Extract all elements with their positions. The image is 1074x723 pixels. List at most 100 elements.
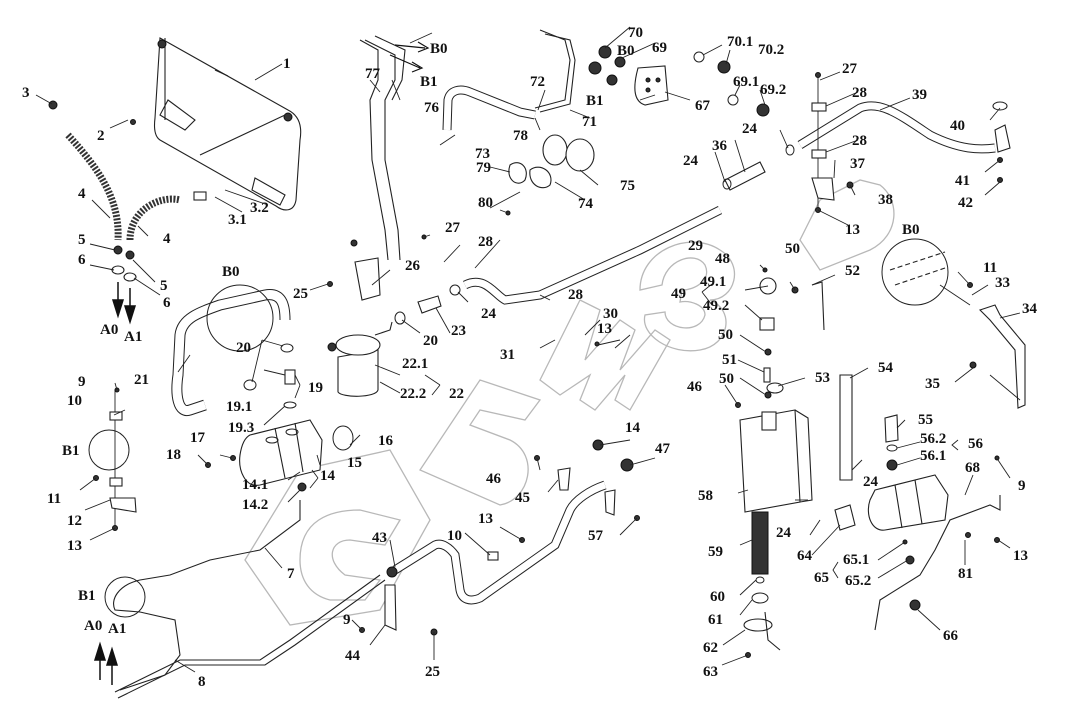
callout-6-right: 6 (163, 295, 171, 311)
callout-56-2: 56.2 (920, 431, 946, 447)
callout-46-mid: 46 (486, 471, 502, 487)
callout-71: 71 (582, 114, 597, 130)
arrow-a1-down (123, 288, 137, 325)
callout-22: 22 (449, 386, 464, 402)
detail-circle-b1-bottom (104, 576, 146, 618)
callout-49-2: 49.2 (703, 298, 729, 314)
gasket-74 (529, 166, 552, 189)
washer-6-right (123, 272, 137, 282)
callout-50-top: 50 (785, 241, 800, 257)
callout-4-right: 4 (163, 231, 171, 247)
callout-20-left: 20 (236, 340, 251, 356)
callout-45: 45 (515, 490, 530, 506)
pump-right (867, 474, 949, 531)
callout-42: 42 (958, 195, 973, 211)
callout-34: 34 (1022, 301, 1038, 317)
callout-70-1: 70.1 (727, 34, 753, 50)
bracket-44 (384, 584, 397, 631)
arrow-b0-lines (394, 41, 430, 53)
callout-65-1: 65.1 (843, 552, 869, 568)
radiator-tank (153, 37, 302, 211)
o-ring-19-3 (283, 401, 297, 409)
callout-2: 2 (97, 128, 105, 144)
callout-25-top: 25 (293, 286, 308, 302)
bracket-34 (978, 304, 1026, 409)
fitting-43 (386, 566, 398, 578)
callout-56: 56 (968, 436, 984, 452)
callout-68: 68 (965, 460, 980, 476)
callout-69-2: 69.2 (760, 82, 786, 98)
hose-4-right (126, 195, 181, 241)
fitting-19 (284, 369, 296, 385)
cap-40 (992, 101, 1008, 111)
callout-28-right-upper: 28 (852, 85, 867, 101)
callout-76: 76 (424, 100, 440, 116)
clamp-24 (449, 284, 461, 296)
callout-26: 26 (405, 258, 421, 274)
callout-13-left: 13 (67, 538, 82, 554)
callout-14-right: 14 (625, 420, 641, 436)
callout-80: 80 (478, 195, 493, 211)
callout-33: 33 (995, 275, 1010, 291)
fitting-69-2 (756, 103, 770, 117)
callout-28-mid: 28 (478, 234, 493, 250)
callout-52: 52 (845, 263, 860, 279)
callout-20-right: 20 (423, 333, 438, 349)
callout-11-left: 11 (47, 491, 61, 507)
fitting-70-b (588, 61, 602, 75)
o-ring-16 (332, 425, 354, 451)
clamp-20 (394, 311, 406, 325)
callout-49-1: 49.1 (700, 274, 726, 290)
fitting-14 (592, 439, 604, 451)
callout-31: 31 (500, 347, 515, 363)
pipe-39 (797, 101, 996, 154)
filter-22 (327, 321, 393, 397)
o-ring-60 (755, 576, 765, 584)
callout-10-left: 10 (67, 393, 82, 409)
callout-43: 43 (372, 530, 387, 546)
mark-a0-bottom: A0 (84, 618, 102, 634)
bracket-12 (109, 497, 137, 513)
connection-marks: A0 A1 A0 A1 B0 B0 B1 B1 B0 B1 B0 B1 (62, 41, 920, 637)
callout-5-right: 5 (160, 278, 168, 294)
filter-element-59 (751, 511, 769, 575)
pump-15 (239, 419, 354, 486)
callout-81: 81 (958, 566, 973, 582)
callout-63: 63 (703, 664, 718, 680)
mark-a0-top: A0 (100, 322, 118, 338)
callout-49: 49 (671, 286, 686, 302)
fitting-56-1 (886, 459, 898, 471)
mark-b0-right: B0 (902, 222, 920, 238)
hose-52 (811, 281, 825, 331)
callout-11-right: 11 (983, 260, 997, 276)
callout-14-2: 14.2 (242, 497, 268, 513)
o-ring-69-1 (727, 94, 739, 106)
callout-19: 19 (308, 380, 323, 396)
callout-36: 36 (712, 138, 728, 154)
callout-59: 59 (708, 544, 723, 560)
fitting-14-2 (297, 482, 307, 492)
fitting-70 (598, 45, 612, 59)
callout-40: 40 (950, 118, 965, 134)
callout-16: 16 (378, 433, 394, 449)
mark-b0-detail: B0 (222, 264, 240, 280)
hydraulic-tank-58 (739, 382, 813, 513)
callout-24-tank: 24 (776, 525, 792, 541)
callout-72: 72 (530, 74, 545, 90)
callout-24-pipe54: 24 (863, 474, 879, 490)
callout-48: 48 (715, 251, 730, 267)
pipe-73 (442, 85, 536, 131)
arrow-a0-down (111, 282, 125, 319)
callout-61: 61 (708, 612, 723, 628)
detail-circle-b0-right (881, 238, 949, 306)
bracket-26 (354, 257, 381, 301)
callout-58: 58 (698, 488, 713, 504)
callout-9-left: 9 (78, 374, 86, 390)
callout-54: 54 (878, 360, 894, 376)
callout-labels: 1 2 3 3.1 3.2 4 4 5 5 6 6 7 8 9 9 9 10 1… (22, 25, 1038, 690)
callout-13-top-right: 13 (845, 222, 860, 238)
callout-51: 51 (722, 352, 737, 368)
callout-65-2: 65.2 (845, 573, 871, 589)
callout-13-mid: 13 (478, 511, 493, 527)
callout-30: 30 (603, 306, 618, 322)
